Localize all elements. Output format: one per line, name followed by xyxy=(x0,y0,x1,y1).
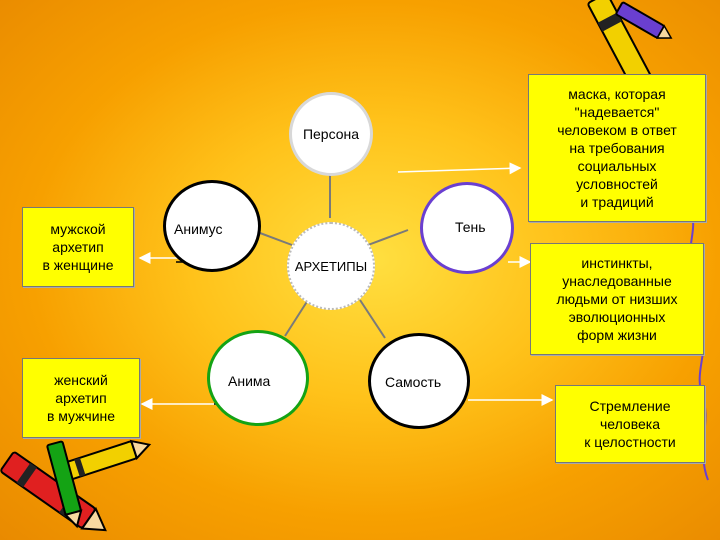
note-shadow-text: инстинкты, унаследованные людьми от низш… xyxy=(556,255,678,343)
node-anima: Анима xyxy=(207,330,309,426)
node-shadow: Тень xyxy=(420,182,514,274)
node-self: Самость xyxy=(368,333,470,429)
node-shadow-label: Тень xyxy=(455,219,486,235)
note-persona: маска, которая "надевается" человеком в … xyxy=(528,74,706,222)
note-self-text: Стремление человека к целостности xyxy=(584,398,676,450)
node-animus: Анимус xyxy=(163,180,261,272)
note-anima: женский архетип в мужчине xyxy=(22,358,140,438)
note-animus-text: мужской архетип в женщине xyxy=(42,221,114,273)
crayon-bottom-left-icon xyxy=(0,439,152,532)
center-circle: АРХЕТИПЫ xyxy=(287,222,375,310)
note-persona-text: маска, которая "надевается" человеком в … xyxy=(557,86,677,210)
node-anima-label: Анима xyxy=(228,373,271,389)
connector-shadow xyxy=(367,229,409,246)
arrow-persona-note xyxy=(397,162,522,175)
note-animus: мужской архетип в женщине xyxy=(22,207,134,287)
note-anima-text: женский архетип в мужчине xyxy=(46,372,116,424)
node-self-label: Самость xyxy=(385,374,442,390)
connector-self xyxy=(359,299,386,339)
node-animus-label: Анимус xyxy=(174,221,223,237)
note-shadow: инстинкты, унаследованные людьми от низш… xyxy=(530,243,704,355)
center-label: АРХЕТИПЫ xyxy=(294,258,368,274)
note-self: Стремление человека к целостности xyxy=(555,385,705,463)
node-persona-label: Персона xyxy=(302,126,360,142)
connector-anima xyxy=(284,299,309,337)
node-persona: Персона xyxy=(289,92,373,176)
